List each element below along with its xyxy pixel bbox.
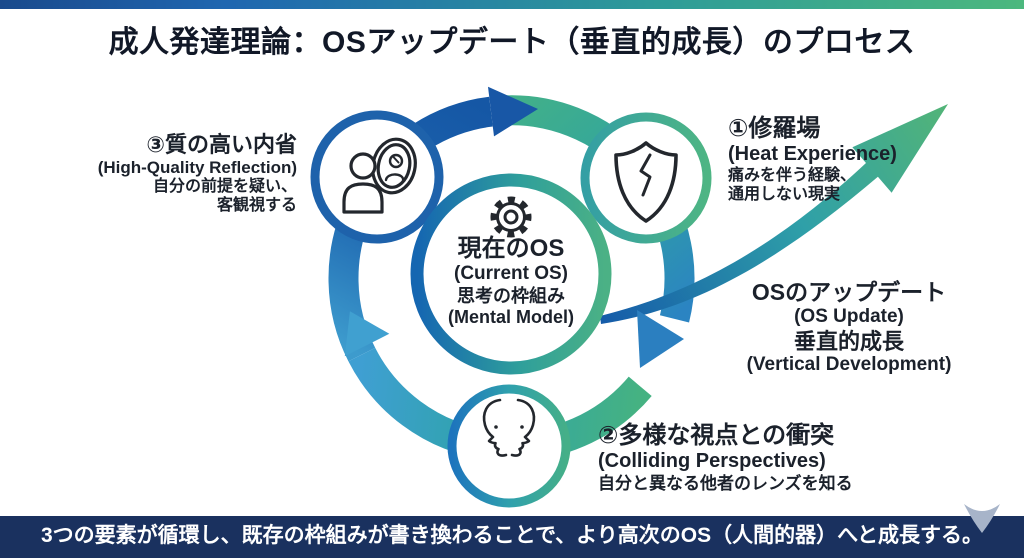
reflection-en-title: (High-Quality Reflection) bbox=[97, 157, 297, 177]
footer-bar: 3つの要素が循環し、既存の枠組みが書き換わることで、より高次のOS（人間的器）へ… bbox=[0, 516, 1024, 558]
cycle-arrowhead-top bbox=[488, 86, 538, 137]
colliding-jp-title: ②多様な視点との衝突 bbox=[598, 422, 835, 449]
node-reflection-circle bbox=[310, 110, 444, 244]
center-jp-name: 現在のOS bbox=[457, 235, 565, 262]
growth-arrow bbox=[600, 104, 948, 324]
label-os-update: OSのアップデート (OS Update) 垂直的成長 (Vertical De… bbox=[735, 279, 963, 377]
gear-icon bbox=[490, 196, 532, 238]
reflection-desc-line2: 客観視する bbox=[216, 196, 297, 214]
reflection-jp-title: ③質の高い内省 bbox=[146, 132, 297, 157]
center-os-circle bbox=[410, 173, 612, 375]
footer-arrow-icon bbox=[964, 504, 1000, 533]
growth-jp-name: OSのアップデート bbox=[751, 279, 947, 305]
growth-jp-desc: 垂直的成長 bbox=[793, 328, 904, 354]
reflection-desc-line1: 自分の前提を疑い、 bbox=[152, 178, 297, 195]
center-en-name: (Current OS) bbox=[454, 263, 568, 285]
person-mirror-icon bbox=[342, 137, 417, 214]
cycle-arrowhead-right bbox=[637, 310, 684, 368]
heat-desc-line1: 痛みを伴う経験、 bbox=[728, 166, 857, 184]
growth-en-desc: (Vertical Development) bbox=[746, 354, 952, 376]
center-jp-desc: 思考の枠組み bbox=[457, 285, 565, 306]
heat-desc-line2: 通用しない現実 bbox=[728, 185, 841, 203]
label-current-os: 現在のOS (Current OS) 思考の枠組み (Mental Model) bbox=[411, 235, 611, 328]
heat-en-title: (Heat Experience) bbox=[728, 143, 897, 166]
footer-summary-text: 3つの要素が循環し、既存の枠組みが書き換わることで、より高次のOS（人間的器）へ… bbox=[40, 524, 984, 547]
facing-profiles-icon bbox=[482, 398, 536, 457]
cycle-arrowhead-left bbox=[344, 311, 390, 357]
slide-title: 成人発達理論：OSアップデート（垂直的成長）のプロセス bbox=[108, 26, 916, 59]
colliding-desc-line1: 自分と異なる他者のレンズを知る bbox=[598, 473, 853, 493]
label-heat: ①修羅場 (Heat Experience) 痛みを伴う経験、 通用しない現実 bbox=[728, 115, 897, 205]
cracked-shield-icon bbox=[614, 141, 678, 223]
node-colliding-circle bbox=[447, 384, 571, 508]
node-heat-circle bbox=[580, 112, 712, 244]
heat-jp-title: ①修羅場 bbox=[728, 115, 821, 142]
label-colliding: ②多様な視点との衝突 (Colliding Perspectives) 自分と異… bbox=[598, 422, 853, 494]
growth-en-name: (OS Update) bbox=[794, 306, 904, 328]
label-reflection: ③質の高い内省 (High-Quality Reflection) 自分の前提を… bbox=[98, 132, 297, 216]
colliding-en-title: (Colliding Perspectives) bbox=[598, 450, 826, 473]
header-gradient-stripe bbox=[0, 0, 1024, 9]
center-en-desc: (Mental Model) bbox=[448, 306, 574, 327]
